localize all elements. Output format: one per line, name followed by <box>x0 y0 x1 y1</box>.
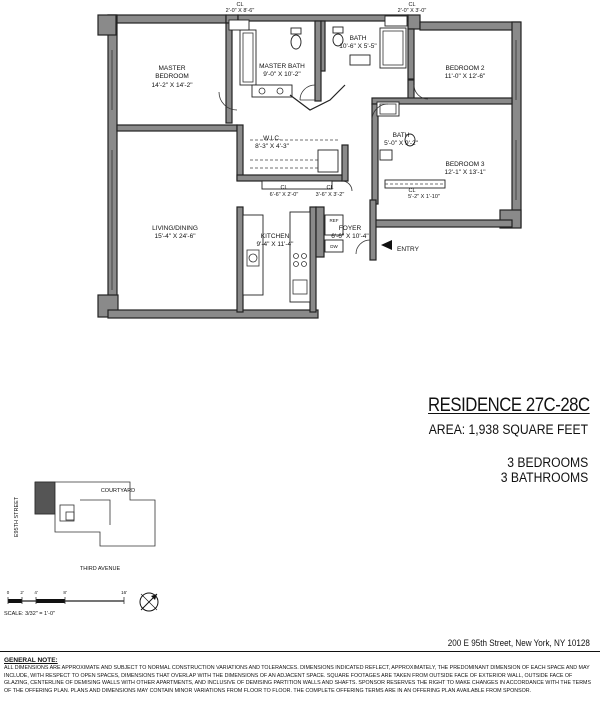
key-plan-avenue: THIRD AVENUE <box>80 566 121 572</box>
scale-tick-2: 2' <box>20 590 24 595</box>
wic-name: W.I.C. <box>263 135 281 142</box>
general-note-title: GENERAL NOTE: <box>4 657 58 664</box>
closet-bed3-dims: 5'-2" X 1'-10" <box>408 194 440 200</box>
divider <box>0 651 600 652</box>
closet-mid-center-label: CL <box>326 185 333 191</box>
kitchen-fixtures <box>242 211 344 303</box>
scale-tick-8: 8' <box>63 590 67 595</box>
bath-top-dims: 10'-6" X 5'-5" <box>339 43 377 50</box>
scale-tick-16: 16' <box>121 590 127 595</box>
master-bedroom-dims: 14'-2" X 14'-2" <box>151 82 193 89</box>
master-bath-dims: 9'-0" X 10'-2" <box>263 71 301 78</box>
closet-top-left-dims: 2'-0" X 8'-6" <box>226 8 255 14</box>
bedroom3-dims: 12'-1" X 13'-1" <box>444 169 486 176</box>
fridge-label: REF <box>330 218 339 223</box>
kitchen-name: KITCHEN <box>261 233 290 240</box>
scale-label: SCALE: 3/32" = 1'-0" <box>4 611 55 617</box>
bath-mid-dims: 5'-0" X 9'-2" <box>384 140 419 147</box>
bedroom2-dims: 11'-0" X 12'-6" <box>445 73 486 80</box>
key-plan-street: E95TH STREET <box>14 496 20 537</box>
bathrooms-count: 3 BATHROOMS <box>500 470 588 485</box>
scale-tick-0: 0 <box>7 590 10 595</box>
closet-mid-center-dims: 3'-6" X 3'-2" <box>316 192 345 198</box>
dishwasher-label: DW <box>330 244 338 249</box>
living-dining-dims: 15'-4" X 24'-6" <box>154 233 196 240</box>
door-swings <box>218 84 429 255</box>
bath-top-name: BATH <box>350 35 367 42</box>
bath-fixtures <box>228 15 446 190</box>
closet-top-right-dims: 2'-0" X 3'-0" <box>398 8 427 14</box>
area-text: AREA: 1,938 SQUARE FEET <box>428 422 588 437</box>
address: 200 E 95th Street, New York, NY 10128 <box>447 638 590 648</box>
room-counts: 3 BEDROOMS 3 BATHROOMS <box>500 455 588 485</box>
scale-bar: 0 2' 4' 8' 16' <box>7 590 127 604</box>
interior-walls <box>116 20 513 313</box>
closet-top-left-label: CL <box>236 2 243 8</box>
key-plan-courtyard: COURTYARD <box>101 488 135 494</box>
closet-mid-left-label: CL <box>280 185 287 191</box>
master-bath-name: MASTER BATH <box>259 63 305 70</box>
closet-top-right-label: CL <box>408 2 415 8</box>
living-dining-name: LIVING/DINING <box>152 225 198 232</box>
key-plan-unit-highlight <box>34 481 56 515</box>
scale-tick-4: 4' <box>34 590 38 595</box>
bath-mid-name: BATH <box>393 132 410 139</box>
bedroom3-name: BEDROOM 3 <box>445 161 484 168</box>
bedroom2-name: BEDROOM 2 <box>445 65 484 72</box>
closet-bed3-label: CL <box>408 188 415 194</box>
general-note-text: ALL DIMENSIONS ARE APPROXIMATE AND SUBJE… <box>4 665 592 694</box>
bedrooms-count: 3 BEDROOMS <box>506 455 588 470</box>
room-labels: MASTER BEDROOM 14'-2" X 14'-2" MASTER BA… <box>151 35 486 253</box>
closet-mid-left-dims: 6'-6" X 2'-0" <box>270 192 299 198</box>
residence-title: RESIDENCE 27C-28C <box>428 395 590 416</box>
entry-label: ENTRY <box>397 246 420 253</box>
entry-arrow-icon <box>381 240 392 250</box>
kitchen-dims: 9'-4" X 11'-4" <box>257 241 295 248</box>
master-bedroom-name-2: BEDROOM <box>155 73 189 80</box>
master-bedroom-name-1: MASTER <box>158 65 185 72</box>
wic-dims: 8'-3" X 4'-3" <box>255 143 290 150</box>
north-compass-icon <box>139 592 159 612</box>
foyer-dims: 6'-6" X 10'-4" <box>331 233 369 240</box>
exterior-walls <box>97 14 522 319</box>
key-plan: COURTYARD THIRD AVENUE E95TH STREET <box>14 481 156 572</box>
foyer-name: FOYER <box>339 225 362 232</box>
closet-labels: CL 2'-0" X 8'-6" CL 2'-0" X 3'-0" CL 6'-… <box>226 2 440 249</box>
